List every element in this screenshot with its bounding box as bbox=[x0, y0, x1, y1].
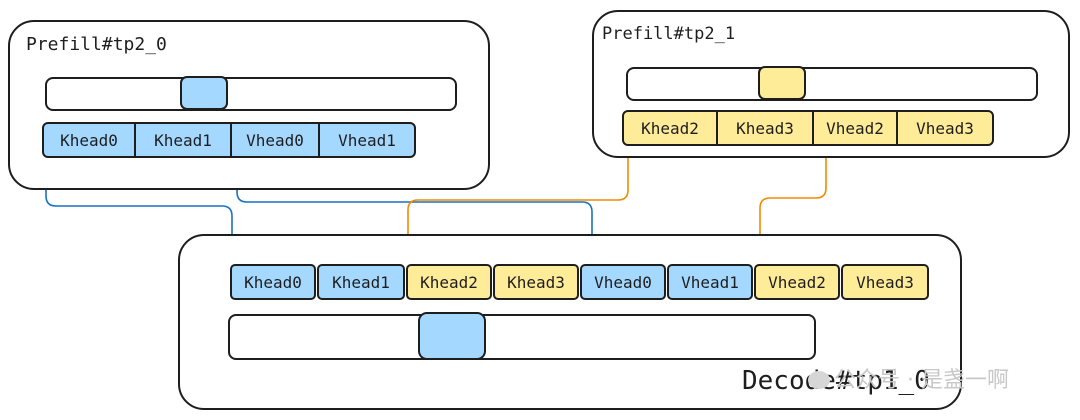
decode-tp1-0-title: Decode#tp1_0 bbox=[742, 366, 930, 396]
head-cell: Vhead1 bbox=[318, 122, 416, 158]
arrow-vhead2 bbox=[759, 147, 827, 253]
head-cell: Vhead0 bbox=[580, 264, 666, 300]
wechat-icon bbox=[808, 371, 830, 389]
head-cell: Vhead2 bbox=[812, 110, 898, 146]
prefill-tp2-0-box: Prefill#tp2_0 Khead0 Khead1 Vhead0 Vhead… bbox=[8, 20, 490, 190]
prefill-tp2-0-title: Prefill#tp2_0 bbox=[26, 34, 167, 55]
prefill-tp2-1-kv-block bbox=[758, 66, 806, 100]
decode-tp1-0-bar bbox=[228, 314, 816, 360]
arrow-khead2 bbox=[407, 147, 629, 253]
head-cell: Vhead0 bbox=[230, 122, 320, 158]
head-cell: Khead2 bbox=[406, 264, 492, 300]
head-cell: Vhead1 bbox=[667, 264, 753, 300]
decode-tp1-0-box: Khead0 Khead1 Khead2 Khead3 Vhead0 Vhead… bbox=[178, 234, 962, 410]
head-cell: Khead0 bbox=[42, 122, 136, 158]
watermark-text: 公众号 · 是盏一啊 bbox=[834, 368, 1009, 393]
head-cell: Vhead3 bbox=[841, 264, 929, 300]
head-cell: Khead0 bbox=[230, 264, 316, 300]
head-cell: Khead1 bbox=[317, 264, 405, 300]
head-cell: Khead1 bbox=[134, 122, 232, 158]
head-cell: Vhead2 bbox=[754, 264, 840, 300]
decode-tp1-0-heads: Khead0 Khead1 Khead2 Khead3 Vhead0 Vhead… bbox=[230, 264, 929, 300]
prefill-tp2-1-box: Prefill#tp2_1 Khead2 Khead3 Vhead2 Vhead… bbox=[592, 10, 1070, 158]
prefill-tp2-0-heads: Khead0 Khead1 Vhead0 Vhead1 bbox=[42, 122, 416, 158]
prefill-tp2-1-heads: Khead2 Khead3 Vhead2 Vhead3 bbox=[622, 110, 994, 146]
prefill-tp2-0-bar bbox=[45, 77, 457, 111]
prefill-tp2-0-kv-block bbox=[180, 76, 228, 110]
prefill-tp2-1-title: Prefill#tp2_1 bbox=[602, 24, 736, 44]
head-cell: Khead2 bbox=[622, 110, 718, 146]
head-cell: Khead3 bbox=[493, 264, 579, 300]
arrow-vhead0 bbox=[236, 157, 593, 253]
decode-tp1-0-kv-block bbox=[418, 312, 486, 360]
prefill-tp2-1-bar bbox=[626, 67, 1038, 101]
head-cell: Khead3 bbox=[716, 110, 814, 146]
head-cell: Vhead3 bbox=[896, 110, 994, 146]
arrow-khead0 bbox=[45, 157, 233, 253]
watermark: 公众号 · 是盏一啊 bbox=[808, 362, 1009, 394]
